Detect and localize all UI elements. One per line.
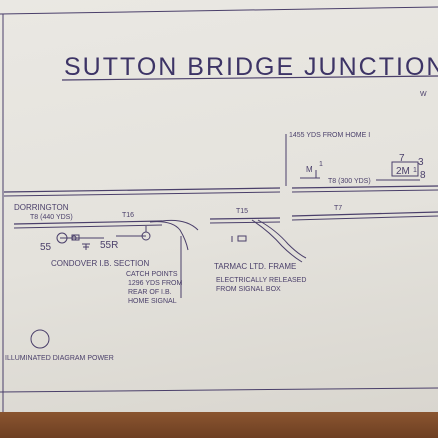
label-sig-2m: 2M	[396, 166, 410, 177]
power-indicator-lamp	[30, 329, 50, 349]
upper-main-line-right-2	[291, 189, 438, 193]
upper-main-line-left	[3, 187, 281, 193]
signalling-diagram: SUTTON BRIDGE JUNCTION W DORRINGTON T8 (…	[0, 6, 438, 412]
lower-main-line-c-2	[291, 215, 438, 221]
label-illuminated-power: ILLUMINATED DIAGRAM POWER	[5, 355, 114, 362]
label-sig-1: 1	[413, 167, 417, 174]
label-catch-points-1: CATCH POINTS	[126, 271, 178, 278]
label-t8-right: T8 (300 YDS)	[328, 178, 371, 185]
label-t7: T7	[334, 205, 342, 212]
siding-curve-2	[257, 219, 307, 259]
siding-curve	[251, 219, 303, 263]
label-signal-55: 55	[40, 242, 52, 253]
label-t15: T15	[236, 208, 248, 215]
label-sig-7: 7	[399, 153, 405, 164]
lower-main-line-b-2	[209, 221, 281, 224]
signal-55-lamp	[56, 232, 68, 244]
table-surface	[0, 412, 438, 438]
diagram-sheet: SUTTON BRIDGE JUNCTION W DORRINGTON T8 (…	[0, 0, 438, 412]
label-tarmac-frame: TARMAC LTD. FRAME	[214, 262, 296, 271]
lower-main-line-c	[291, 211, 438, 217]
upper-main-line-right	[291, 185, 438, 189]
label-t8-left: T8 (440 YDS)	[30, 214, 73, 221]
label-catch-points-2: 1296 YDS FROM	[128, 280, 183, 287]
label-sig-8: 8	[420, 170, 426, 181]
label-signal-55r: 55R	[100, 240, 118, 251]
label-released-2: FROM SIGNAL BOX	[216, 286, 281, 293]
label-distance-from-home: 1455 YDS FROM HOME I	[289, 132, 370, 139]
crossover-right	[161, 219, 199, 231]
upper-main-line-left-2	[3, 191, 281, 197]
title-underline	[61, 75, 438, 81]
lower-main-line-a-2	[13, 224, 163, 229]
border-top	[0, 6, 438, 15]
label-sig-3: 3	[418, 157, 424, 168]
border-bottom	[0, 387, 438, 393]
label-released-1: ELECTRICALLY RELEASED	[216, 277, 306, 284]
tarmac-frame-symbol	[237, 235, 247, 242]
label-m1-sup: 1	[319, 161, 323, 168]
label-condover-section: CONDOVER I.B. SECTION	[51, 259, 149, 268]
label-catch-points-4: HOME SIGNAL	[128, 298, 177, 305]
signal-2m-box	[391, 161, 419, 177]
crossover-left	[149, 221, 189, 251]
lower-main-line-a	[13, 220, 163, 225]
lower-main-line-b	[209, 217, 281, 220]
title-fragment: W	[420, 91, 427, 98]
label-dorrington: DORRINGTON	[14, 203, 69, 212]
label-catch-points-3: REAR OF I.B.	[128, 289, 172, 296]
ground-disc-symbol	[82, 243, 90, 250]
label-t16: T16	[122, 212, 134, 219]
signal-55-box	[71, 234, 80, 241]
label-m1: M	[306, 165, 313, 174]
